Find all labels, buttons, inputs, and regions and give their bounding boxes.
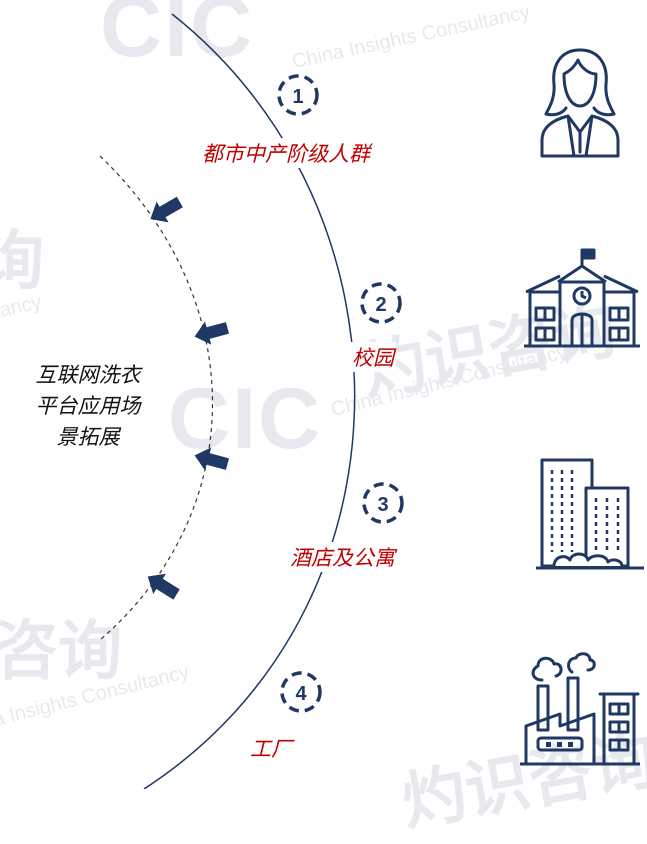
step-number: 2 xyxy=(375,294,386,316)
dashed-arc xyxy=(99,155,213,641)
expansion-arrow xyxy=(194,321,230,345)
center-label-line: 景拓展 xyxy=(56,425,120,449)
timeline-diagram: 1 2 3 4 xyxy=(99,13,404,789)
center-label-line: 平台应用场 xyxy=(35,394,141,418)
step-number-circle: 2 xyxy=(360,282,402,324)
step-number: 4 xyxy=(295,683,307,705)
hotel-apartment-icon xyxy=(536,458,644,570)
step-label: 酒店及公寓 xyxy=(288,542,397,572)
center-label-line: 互联网洗衣 xyxy=(35,363,141,387)
businesswoman-icon xyxy=(540,48,620,158)
school-building-icon xyxy=(524,248,640,348)
expansion-arrow xyxy=(194,447,230,471)
solid-arc xyxy=(143,13,356,789)
step-label: 校园 xyxy=(350,342,396,372)
step-number-circle: 1 xyxy=(277,74,319,116)
center-label: 互联网洗衣 平台应用场 景拓展 xyxy=(8,360,168,453)
step-number: 3 xyxy=(377,494,388,516)
step-number-circle: 4 xyxy=(280,671,322,713)
step-label: 都市中产阶级人群 xyxy=(200,138,372,168)
expansion-arrow xyxy=(147,573,180,600)
factory-icon xyxy=(520,652,640,766)
step-number: 1 xyxy=(292,86,303,108)
expansion-arrow xyxy=(150,196,183,223)
step-number-circle: 3 xyxy=(362,482,404,524)
step-label: 工厂 xyxy=(248,733,294,763)
